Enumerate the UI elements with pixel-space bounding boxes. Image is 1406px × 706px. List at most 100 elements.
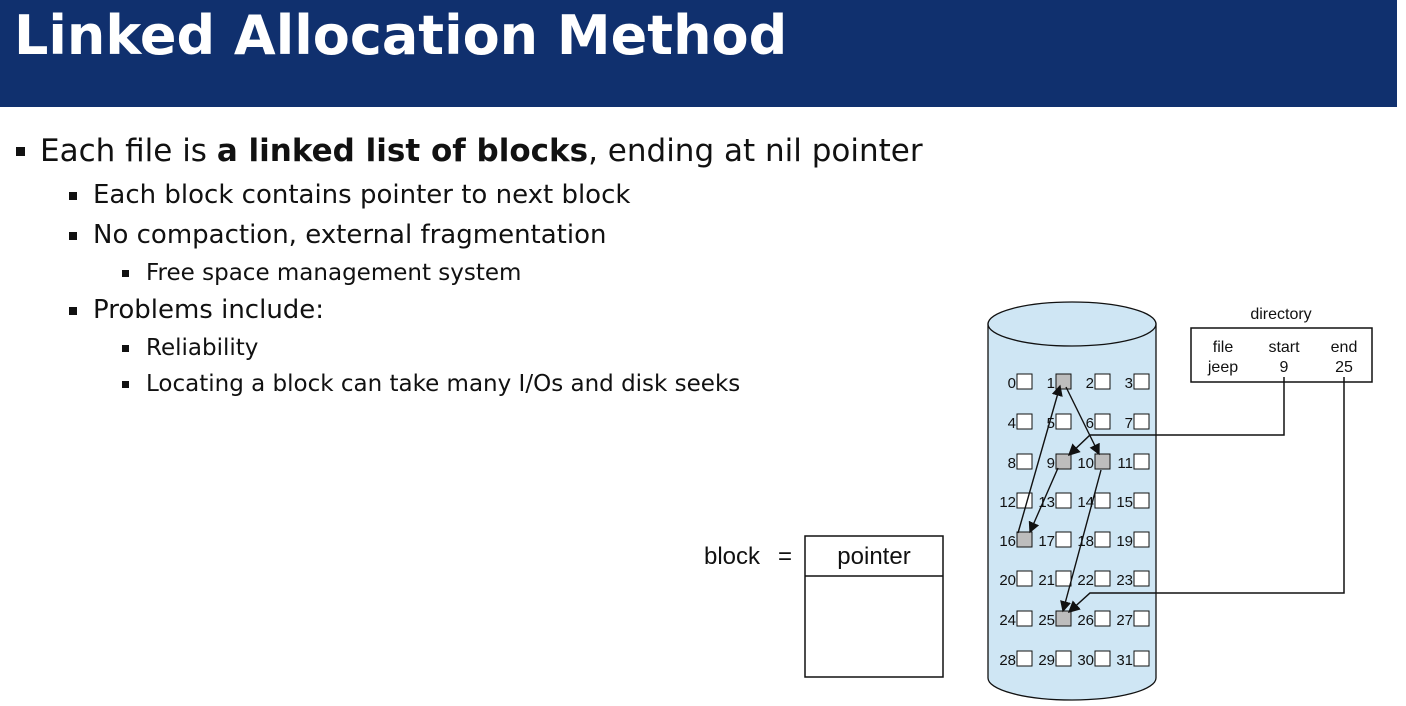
block-number: 17 [1038, 533, 1055, 550]
block-label: block [704, 543, 761, 570]
bullet-marker [69, 192, 77, 200]
block-number: 7 [1125, 415, 1133, 432]
bullet-marker [122, 381, 129, 388]
disk-block-free [1094, 531, 1111, 548]
block-number: 24 [999, 612, 1016, 629]
disk-block-used [1094, 453, 1111, 470]
block-number: 4 [1008, 415, 1016, 432]
bullet-pointer-next: Each block contains pointer to next bloc… [93, 180, 631, 210]
block-number: 30 [1077, 652, 1094, 669]
disk-block-free [1055, 413, 1072, 430]
disk-block-free [1133, 650, 1150, 667]
chain-arrow-9-16 [1028, 467, 1059, 534]
directory-title: directory [1250, 306, 1311, 323]
slide-title: Linked Allocation Method [14, 4, 788, 67]
block-number: 9 [1047, 455, 1055, 472]
disk-block-free [1094, 373, 1111, 390]
block-box [804, 535, 944, 678]
bullet-text-bold: a linked list of blocks [216, 133, 589, 169]
disk-block-free [1055, 492, 1072, 509]
block-structure: block = pointer [704, 535, 944, 678]
block-number: 18 [1077, 533, 1094, 550]
block-number: 15 [1116, 494, 1133, 511]
pointer-label: pointer [837, 543, 910, 570]
disk-block-free [1133, 492, 1150, 509]
disk-block-free [1133, 453, 1150, 470]
disk-block-used [1055, 453, 1072, 470]
disk-block-free [1094, 413, 1111, 430]
disk-block-free [1133, 570, 1150, 587]
bullet-marker [16, 147, 25, 156]
block-number: 3 [1125, 375, 1133, 392]
bullet-marker [69, 232, 77, 240]
block-number: 25 [1038, 612, 1055, 629]
directory-cell-end: 25 [1335, 359, 1353, 376]
directory-header-end: end [1331, 339, 1358, 356]
bullet-locating-block: Locating a block can take many I/Os and … [146, 371, 741, 397]
block-number: 28 [999, 652, 1016, 669]
chain-arrow-1-10 [1065, 386, 1100, 456]
equals-sign: = [778, 543, 792, 570]
block-number: 1 [1047, 375, 1055, 392]
disk-block-free [1094, 650, 1111, 667]
block-number: 20 [999, 572, 1016, 589]
disk-block-free [1016, 492, 1033, 509]
disk-block-free [1133, 610, 1150, 627]
block-number: 16 [999, 533, 1016, 550]
bullet-problems: Problems include: [93, 295, 325, 325]
block-number: 21 [1038, 572, 1055, 589]
disk-block-free [1133, 373, 1150, 390]
block-number: 31 [1116, 652, 1133, 669]
bullet-text-suffix: , ending at nil pointer [588, 133, 923, 169]
disk-block-free [1055, 570, 1072, 587]
bullet-reliability: Reliability [146, 335, 259, 361]
bullet-marker [122, 345, 129, 352]
block-number: 14 [1077, 494, 1094, 511]
disk-block-free [1016, 610, 1033, 627]
bullet-no-compaction: No compaction, external fragmentation [93, 220, 607, 250]
block-number: 5 [1047, 415, 1055, 432]
directory-cell-file: jeep [1207, 359, 1238, 376]
disk-block-free [1094, 492, 1111, 509]
block-number: 6 [1086, 415, 1094, 432]
bullet-marker [122, 270, 129, 277]
directory-cell-start: 9 [1280, 359, 1289, 376]
block-number: 23 [1116, 572, 1133, 589]
block-number: 2 [1086, 375, 1094, 392]
chain-arrow-10-25 [1060, 469, 1102, 613]
block-number: 10 [1077, 455, 1094, 472]
block-number: 11 [1117, 455, 1133, 472]
disk-block-free [1016, 373, 1033, 390]
disk-block-free [1016, 413, 1033, 430]
block-number: 0 [1008, 375, 1016, 392]
block-number: 22 [1077, 572, 1094, 589]
block-number: 13 [1038, 494, 1055, 511]
bullet-free-space: Free space management system [146, 260, 522, 286]
block-number: 29 [1038, 652, 1055, 669]
block-number: 26 [1077, 612, 1094, 629]
block-number: 12 [999, 494, 1016, 511]
disk-block-used [1055, 610, 1072, 627]
block-number: 27 [1116, 612, 1133, 629]
title-bar: Linked Allocation Method [0, 0, 1397, 107]
block-number: 19 [1116, 533, 1133, 550]
directory-box [1190, 327, 1373, 383]
block-number: 8 [1008, 455, 1016, 472]
disk-block-used [1055, 373, 1072, 390]
bullet-text-prefix: Each file is [40, 133, 217, 169]
end-pointer-line [1067, 377, 1345, 614]
start-pointer-line [1067, 377, 1285, 457]
disk-block-free [1016, 650, 1033, 667]
disk-block-free [1055, 531, 1072, 548]
bullet-linked-list: Each file is a linked list of blocks, en… [40, 133, 923, 169]
directory-header-start: start [1268, 339, 1300, 356]
disk-block-free [1016, 570, 1033, 587]
bullet-marker [69, 307, 77, 315]
disk-block-free [1094, 570, 1111, 587]
disk-block-free [1133, 413, 1150, 430]
disk-block-free [1133, 531, 1150, 548]
disk-block-used [1016, 531, 1033, 548]
chain-arrow-16-1 [1017, 384, 1063, 534]
